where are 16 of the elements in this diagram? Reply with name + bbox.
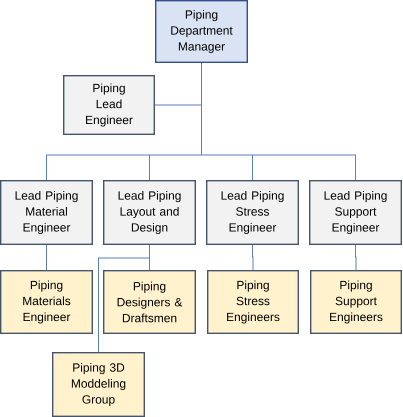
team-box: Piping 3D Moddeling Group [52, 352, 145, 417]
role-box: Lead Piping Support Engineer [309, 180, 402, 245]
connector-line [252, 244, 254, 270]
manager-box: Piping Department Manager [155, 0, 248, 63]
team-box: Piping Designers & Draftsmen [103, 270, 196, 334]
connector-line [201, 62, 356, 180]
team-box: Piping Materials Engineer [0, 270, 93, 334]
role-box: Piping Lead Engineer [63, 75, 155, 135]
connector-line [98, 244, 150, 352]
role-box: Lead Piping Material Engineer [0, 180, 93, 245]
role-box: Lead Piping Stress Engineer [206, 180, 299, 245]
team-box: Piping Support Engineers [310, 270, 402, 334]
team-box: Piping Stress Engineers [207, 270, 299, 334]
role-box: Lead Piping Layout and Design [103, 180, 196, 245]
connector-line [46, 244, 47, 270]
connector-line [355, 244, 356, 270]
